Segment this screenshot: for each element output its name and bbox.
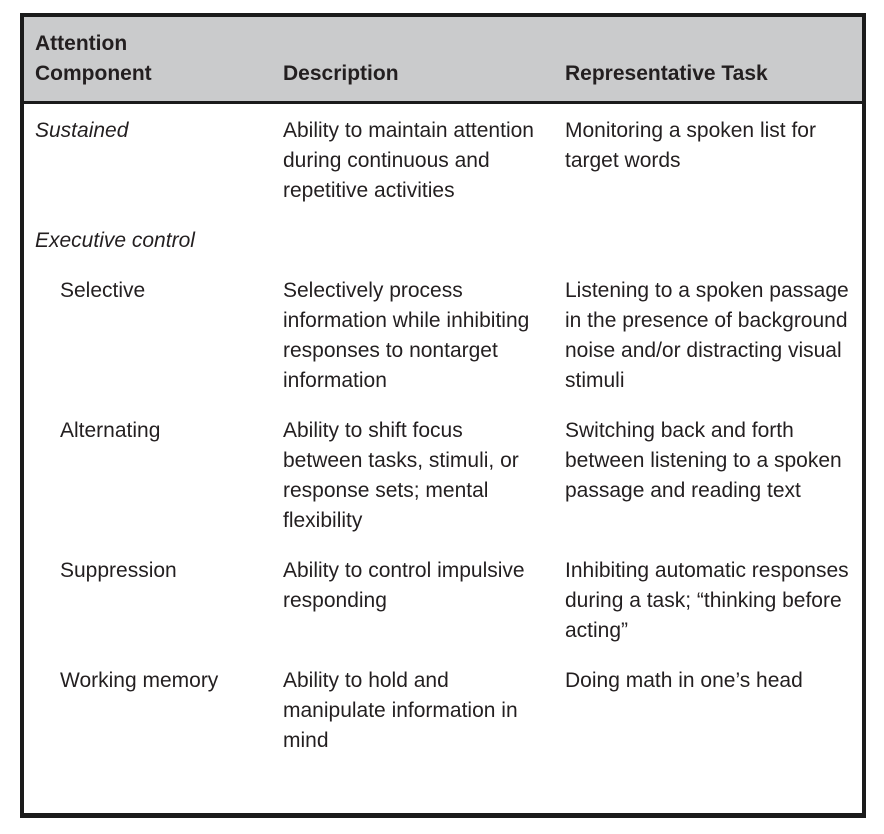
task-cell: Monitoring a spoken list for target word…	[565, 119, 816, 172]
table-row-sustained: Sustained Ability to maintain attention …	[35, 116, 852, 206]
attention-components-table: Attention Component Description Represen…	[20, 13, 866, 818]
description-cell: Ability to maintain attention during con…	[283, 119, 534, 202]
description-cell: Ability to control impulsive responding	[283, 559, 525, 612]
header-description: Description	[283, 62, 399, 85]
task-cell: Listening to a spoken passage in the pre…	[565, 279, 849, 392]
table-row-alternating: Alternating Ability to shift focus betwe…	[35, 416, 852, 536]
description-cell: Ability to shift focus between tasks, st…	[283, 419, 519, 532]
table-row-working-memory: Working memory Ability to hold and manip…	[35, 666, 852, 756]
header-representative-task: Representative Task	[565, 62, 768, 85]
component-cell: Suppression	[60, 559, 177, 582]
component-cell: Alternating	[60, 419, 161, 442]
task-cell: Inhibiting automatic responses during a …	[565, 559, 849, 642]
description-cell: Selectively process information while in…	[283, 279, 530, 392]
table-row-executive-control: Executive control	[35, 226, 852, 256]
table-header-row: Attention Component Description Represen…	[24, 17, 862, 104]
description-cell: Ability to hold and manipulate informati…	[283, 669, 518, 752]
component-cell: Selective	[60, 279, 146, 302]
table-row-selective: Selective Selectively process informatio…	[35, 276, 852, 396]
table-row-suppression: Suppression Ability to control impulsive…	[35, 556, 852, 646]
table-body: Sustained Ability to maintain attention …	[24, 104, 862, 756]
component-cell: Working memory	[60, 669, 219, 692]
task-cell: Doing math in one’s head	[565, 669, 803, 692]
task-cell	[565, 226, 852, 256]
description-cell	[283, 226, 565, 256]
component-cell: Executive control	[35, 229, 195, 252]
component-cell: Sustained	[35, 119, 129, 142]
header-attention-component: Attention Component	[35, 32, 152, 85]
task-cell: Switching back and forth between listeni…	[565, 419, 842, 502]
